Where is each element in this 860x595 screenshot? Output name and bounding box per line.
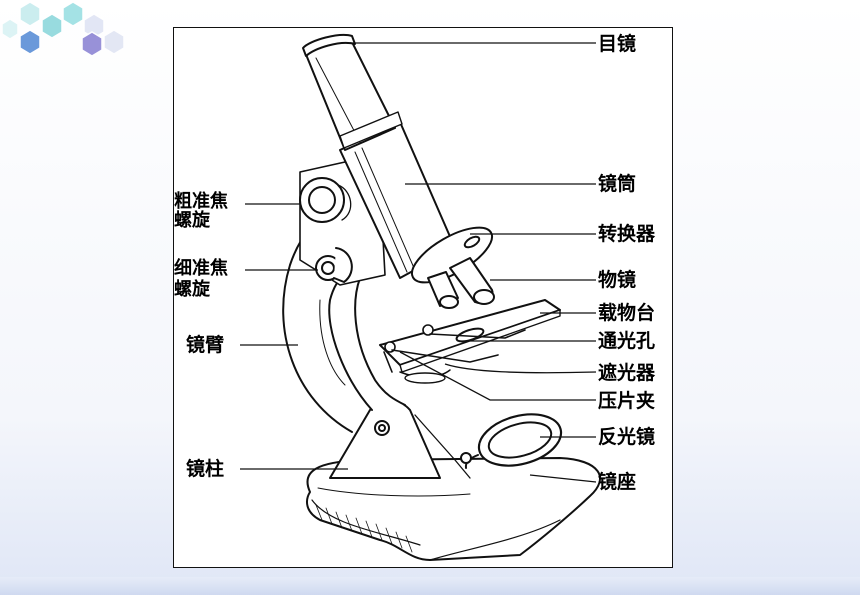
pillar-shape (329, 400, 441, 479)
stage-clip-shapes (383, 324, 526, 373)
objective-shapes (427, 257, 495, 309)
label-diaphragm: 遮光器 (598, 362, 656, 384)
label-mirror: 反光镜 (598, 426, 656, 448)
fine-focus-knob (315, 247, 353, 283)
label-aperture: 通光孔 (598, 330, 656, 352)
hexagon-decoration-icon (1, 1, 125, 57)
label-objective: 物镜 (598, 269, 637, 291)
label-tube: 镜筒 (598, 173, 637, 195)
eyepiece-shape (302, 34, 403, 151)
label-clip: 压片夹 (598, 390, 656, 412)
mirror-shape (460, 413, 563, 469)
coarse-focus-knob (299, 177, 352, 223)
label-nosepiece: 转换器 (598, 223, 656, 245)
label-eyepiece: 目镜 (598, 33, 637, 55)
label-arm: 镜臂 (186, 334, 225, 356)
label-coarse-focus-1: 粗准焦 (174, 191, 228, 212)
label-fine-focus-2: 螺旋 (174, 279, 210, 300)
label-stage: 载物台 (598, 302, 656, 324)
label-fine-focus-1: 细准焦 (174, 258, 228, 279)
label-pillar: 镜柱 (186, 458, 225, 480)
label-base: 镜座 (598, 471, 637, 493)
bottom-gradient-bar (0, 577, 860, 595)
label-coarse-focus-2: 螺旋 (174, 210, 210, 231)
